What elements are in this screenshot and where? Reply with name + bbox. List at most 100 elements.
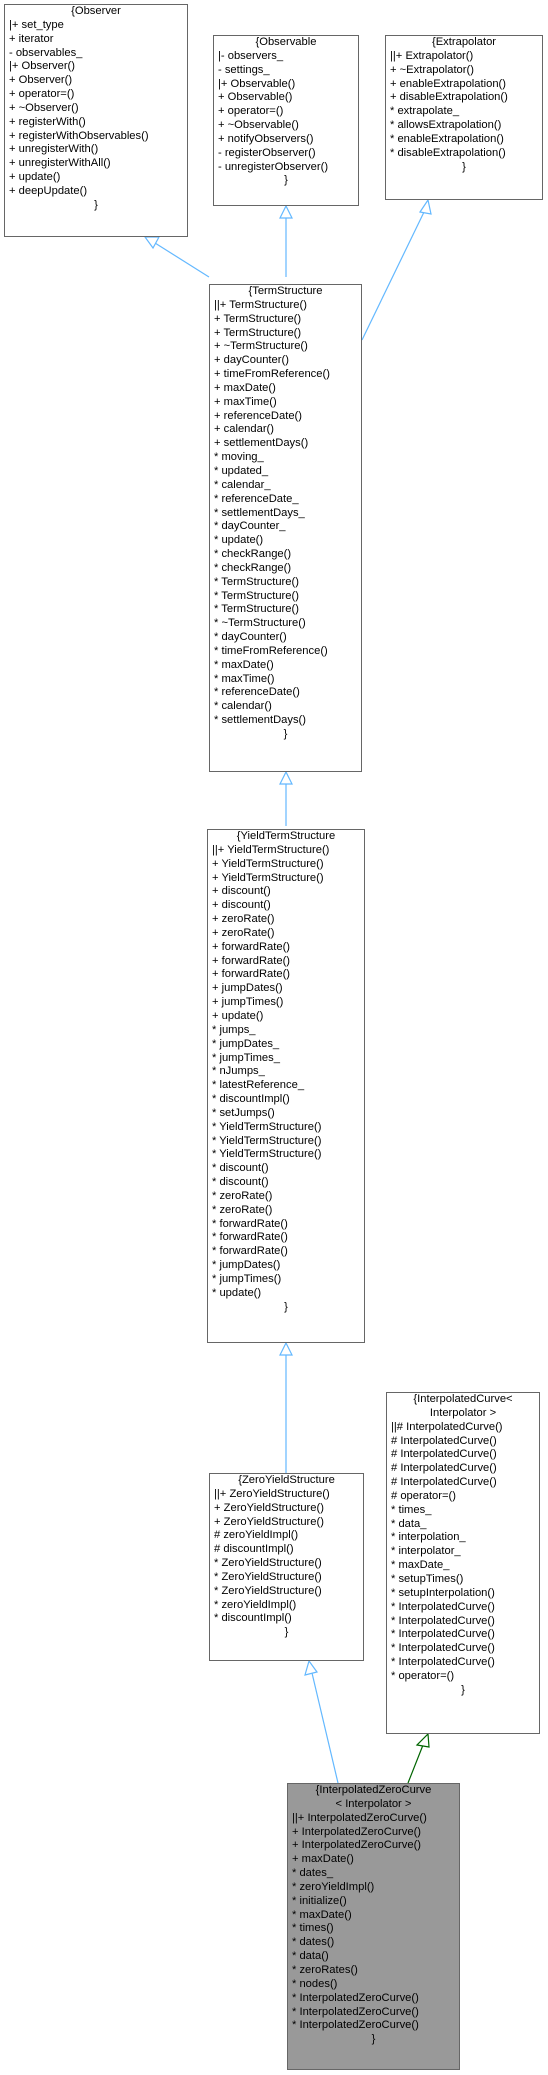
class-member: ||+ Extrapolator() xyxy=(390,49,474,62)
class-title-line: {Extrapolator xyxy=(431,36,497,48)
class-member: * TermStructure() xyxy=(214,589,299,602)
class-member: - registerObserver() xyxy=(218,146,316,159)
class-member: * TermStructure() xyxy=(214,575,299,588)
class-member: * maxDate() xyxy=(292,1908,352,1921)
class-member: + TermStructure() xyxy=(214,326,302,339)
class-member: * maxDate_ xyxy=(391,1559,450,1572)
class-member: ||+ ZeroYieldStructure() xyxy=(214,1487,330,1500)
class-member: * YieldTermStructure() xyxy=(212,1134,322,1147)
class-member: * dates() xyxy=(292,1936,335,1949)
class-member: + referenceDate() xyxy=(214,409,302,422)
class-member: + InterpolatedZeroCurve() xyxy=(292,1839,422,1852)
class-member: + zeroRate() xyxy=(212,926,275,939)
class-closing-brace: } xyxy=(371,2033,376,2046)
class-member: * setupInterpolation() xyxy=(391,1586,495,1599)
class-member: * checkRange() xyxy=(214,548,292,561)
class-member: |+ Observer() xyxy=(9,60,76,73)
class-member: + ~Observer() xyxy=(9,101,79,114)
class-member: + maxDate() xyxy=(292,1853,354,1866)
class-closing-brace: } xyxy=(284,1300,288,1313)
class-closing-brace: } xyxy=(94,198,98,211)
class-member: + TermStructure() xyxy=(214,312,302,325)
class-member: * zeroYieldImpl() xyxy=(214,1598,297,1611)
class-member: * InterpolatedZeroCurve() xyxy=(292,2005,419,2018)
class-member: * zeroRate() xyxy=(212,1203,273,1216)
class-member: * ZeroYieldStructure() xyxy=(214,1584,322,1597)
class-member: - observables_ xyxy=(9,46,83,59)
class-member: * discount() xyxy=(212,1162,269,1175)
class-member: - settings_ xyxy=(218,63,270,76)
arrowhead-interpolatedcurve xyxy=(415,1732,430,1748)
class-member: * checkRange() xyxy=(214,561,292,574)
class-observer[interactable]: {Observer|+ set_type+ iterator- observab… xyxy=(4,4,188,237)
class-title-line: {Observable xyxy=(255,36,317,48)
class-termstructure[interactable]: {TermStructure||+ TermStructure()+ TermS… xyxy=(209,284,362,772)
class-member: * InterpolatedZeroCurve() xyxy=(292,2019,419,2032)
class-member: + timeFromReference() xyxy=(214,368,330,381)
class-member: * jumpDates_ xyxy=(212,1037,280,1050)
class-member: * InterpolatedCurve() xyxy=(391,1628,495,1641)
class-member: + Observer() xyxy=(9,74,73,87)
class-member: * update() xyxy=(212,1286,262,1299)
arrowhead-observer xyxy=(143,236,161,250)
class-zeroyieldstructure[interactable]: {ZeroYieldStructure||+ ZeroYieldStructur… xyxy=(209,1473,364,1661)
class-member: |+ set_type xyxy=(9,18,64,31)
class-member: + ZeroYieldStructure() xyxy=(214,1515,324,1528)
class-member: + deepUpdate() xyxy=(9,184,88,197)
edge-termstructure-extrapolator xyxy=(361,209,426,341)
class-title-line: < Interpolator > xyxy=(335,1797,412,1810)
class-member: ||+ YieldTermStructure() xyxy=(212,843,330,856)
class-title-line: Interpolator > xyxy=(429,1406,497,1419)
class-member: * maxDate() xyxy=(214,658,274,671)
arrowhead-zeroyieldstructure xyxy=(304,1659,319,1676)
edge-izc-interpolatedcurve xyxy=(407,1744,424,1784)
class-member: + disableExtrapolation() xyxy=(390,91,508,104)
class-member: * dayCounter_ xyxy=(214,520,286,533)
class-member: # operator=() xyxy=(391,1489,456,1502)
class-member: * referenceDate() xyxy=(214,686,300,699)
class-member: * zeroRate() xyxy=(212,1189,273,1202)
class-extrapolator[interactable]: {Extrapolator||+ Extrapolator()+ ~Extrap… xyxy=(385,35,543,200)
class-member: * times_ xyxy=(391,1503,432,1516)
class-member: ||+ InterpolatedZeroCurve() xyxy=(292,1811,427,1824)
class-interpolatedzerocurve[interactable]: {InterpolatedZeroCurve< Interpolator >||… xyxy=(287,1783,460,2070)
class-member: * zeroYieldImpl() xyxy=(292,1880,375,1893)
class-member: * ZeroYieldStructure() xyxy=(214,1570,322,1583)
class-member: + forwardRate() xyxy=(212,954,291,967)
class-member: + settlementDays() xyxy=(214,437,309,450)
class-interpolatedcurve[interactable]: {InterpolatedCurve<Interpolator >||# Int… xyxy=(386,1392,540,1734)
class-member: * setupTimes() xyxy=(391,1572,464,1585)
class-member: + ~TermStructure() xyxy=(214,340,308,353)
class-member: # InterpolatedCurve() xyxy=(391,1462,497,1475)
class-member: + forwardRate() xyxy=(212,940,291,953)
class-member: + operator=() xyxy=(218,105,284,118)
class-member: * nodes() xyxy=(292,1977,338,1990)
class-member: * disableExtrapolation() xyxy=(390,146,506,159)
class-member: * InterpolatedCurve() xyxy=(391,1642,495,1655)
class-member: * jumpTimes_ xyxy=(212,1051,280,1064)
class-member: + registerWithObservables() xyxy=(9,129,149,142)
class-observable[interactable]: {Observable|- observers_- settings_|+ Ob… xyxy=(213,35,359,206)
class-member: * interpolator_ xyxy=(391,1545,461,1558)
class-closing-brace: } xyxy=(461,1683,465,1696)
class-member: ||# InterpolatedCurve() xyxy=(391,1420,503,1433)
class-member: # InterpolatedCurve() xyxy=(391,1434,497,1447)
arrowhead-yieldtermstructure xyxy=(279,1341,293,1356)
class-member: * forwardRate() xyxy=(212,1217,288,1230)
class-member: * InterpolatedCurve() xyxy=(391,1656,495,1669)
class-title-line: {TermStructure xyxy=(248,285,323,297)
class-yieldtermstructure[interactable]: {YieldTermStructure||+ YieldTermStructur… xyxy=(207,829,365,1343)
class-member: * jumpTimes() xyxy=(212,1273,282,1285)
class-member: * calendar() xyxy=(214,700,272,713)
class-member: * forwardRate() xyxy=(212,1231,288,1244)
class-member: + ZeroYieldStructure() xyxy=(214,1501,324,1514)
class-member: + forwardRate() xyxy=(212,968,291,981)
class-member: # discountImpl() xyxy=(214,1543,294,1556)
class-member: + registerWith() xyxy=(9,115,86,128)
class-member: + jumpTimes() xyxy=(212,996,284,1009)
class-member: + operator=() xyxy=(9,88,75,101)
class-member: # zeroYieldImpl() xyxy=(214,1529,299,1542)
class-member: + notifyObservers() xyxy=(218,132,314,145)
class-member: * referenceDate_ xyxy=(214,492,299,505)
